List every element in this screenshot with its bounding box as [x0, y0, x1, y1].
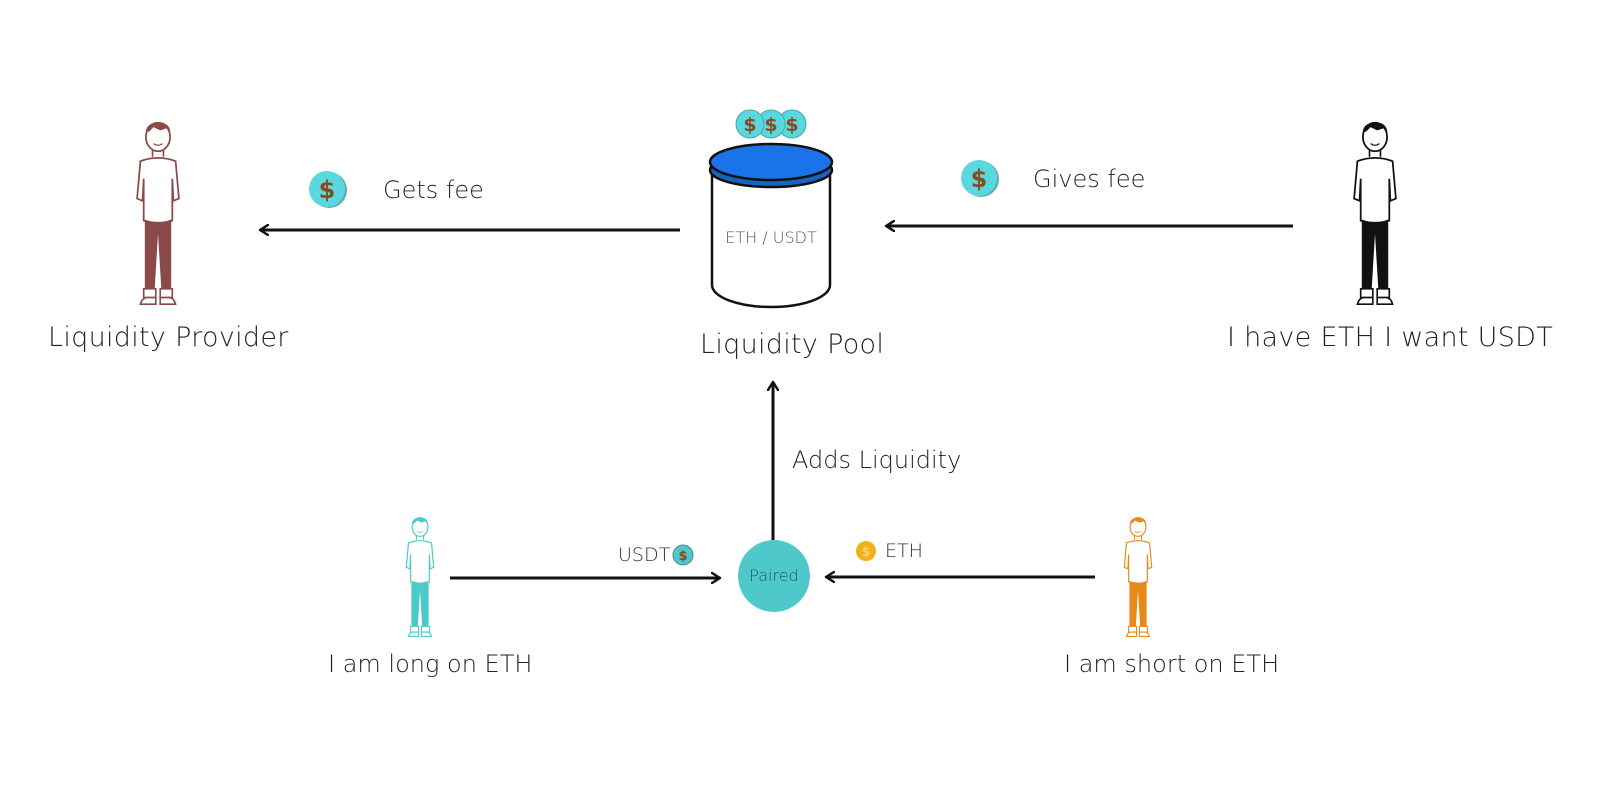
long-trader-label: I am long on ETH	[328, 650, 533, 678]
usdt-label: USDT	[618, 544, 671, 566]
adds-liquidity-label: Adds Liquidity	[792, 446, 962, 474]
eth-label: ETH	[885, 540, 923, 562]
gets-fee-coin-icon: $	[309, 171, 347, 208]
svg-text:$: $	[678, 549, 687, 564]
svg-text:$: $	[861, 545, 870, 560]
paired-node	[738, 540, 810, 612]
svg-text:$: $	[764, 114, 777, 136]
short-trader-label: I am short on ETH	[1064, 650, 1280, 678]
liquidity-provider-person-icon	[136, 121, 180, 306]
liquidity-pool-label: Liquidity Pool	[700, 329, 885, 360]
svg-text:$: $	[743, 114, 756, 136]
swapper-person-icon	[1353, 121, 1397, 306]
usdt-coin-icon: $	[672, 544, 694, 566]
swapper-label: I have ETH I want USDT	[1227, 322, 1554, 353]
gives-fee-label: Gives fee	[1033, 165, 1146, 193]
long-trader-person-icon	[405, 516, 435, 638]
liquidity-provider-label: Liquidity Provider	[48, 322, 289, 353]
gives-fee-coin-icon: $	[961, 160, 999, 197]
svg-text:$: $	[785, 114, 798, 136]
paired-label: Paired	[749, 566, 799, 585]
pool-coins-icon: $ $ $	[735, 109, 807, 139]
svg-text:$: $	[971, 165, 988, 193]
pool-inner-label: ETH / USDT	[725, 228, 817, 247]
gets-fee-label: Gets fee	[383, 176, 484, 204]
short-trader-person-icon	[1123, 516, 1153, 638]
eth-coin-icon: $	[856, 541, 876, 561]
svg-text:$: $	[319, 176, 336, 204]
